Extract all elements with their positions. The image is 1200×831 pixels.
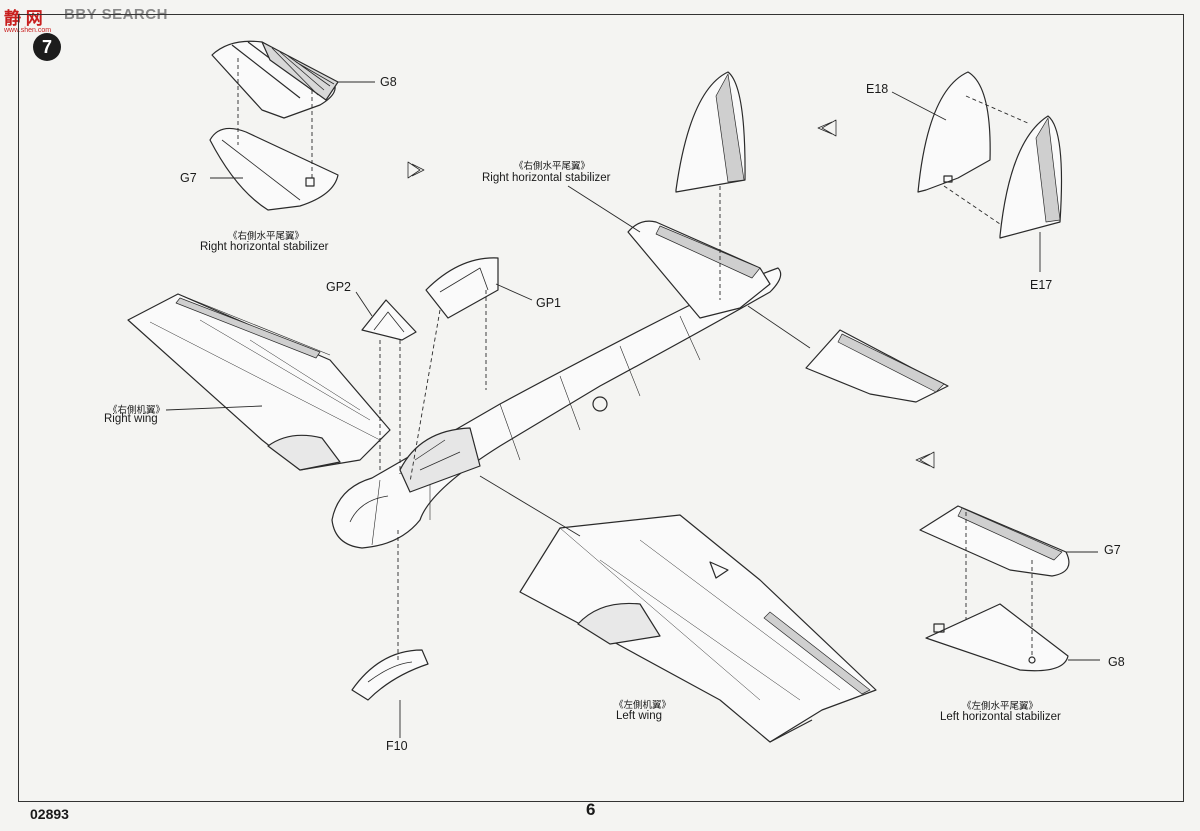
part-label-gp2: GP2	[326, 280, 352, 294]
direction-arrow-1	[407, 161, 425, 179]
part-label-e17: E17	[1030, 278, 1053, 292]
caption-left-wing-cn: 《左側机翼》	[614, 700, 672, 711]
e18-part	[917, 71, 991, 193]
caption-right-hstab-center-en: Right horizontal stabilizer	[482, 172, 611, 184]
caption-right-wing-cn: 《右側机翼》	[108, 405, 166, 416]
part-label-gp1: GP1	[536, 296, 562, 310]
caption-right-hstab-left-en: Right horizontal stabilizer	[200, 241, 329, 253]
left-wing-connect-line	[479, 475, 581, 537]
page-number: 6	[586, 800, 596, 819]
step-number-badge: 7	[33, 33, 61, 61]
caption-right-wing-en: Right wing	[104, 413, 158, 425]
left-wing	[519, 514, 877, 743]
center-caption-leader	[567, 185, 641, 233]
bottom-stab-guides	[965, 512, 1033, 658]
watermark-logo: 静 网	[4, 9, 43, 28]
bottom-stab-leaders	[1066, 551, 1100, 661]
caption-left-hstab-en: Left horizontal stabilizer	[940, 711, 1061, 723]
gp2-part	[361, 299, 417, 341]
hstab-leader-line	[747, 305, 811, 349]
g8-bottom-part	[925, 603, 1069, 672]
kit-code: 02893	[30, 806, 69, 822]
canopy-guide-lines	[379, 290, 487, 483]
fuselage	[331, 267, 782, 549]
caption-left-wing-en: Left wing	[616, 710, 663, 722]
part-label-g8-top: G8	[380, 75, 397, 89]
e17-part	[999, 115, 1063, 239]
direction-arrow-2	[817, 119, 837, 137]
f10-part	[351, 649, 429, 701]
right-wing	[127, 293, 391, 471]
gp1-part	[425, 257, 499, 319]
fin-halves-leaders	[891, 91, 1041, 272]
g7-bottom-part	[919, 505, 1070, 577]
direction-arrow-3	[915, 451, 935, 469]
diagram-frame	[18, 14, 1184, 802]
left-hstab-detached	[805, 329, 949, 403]
top-left-leader-lines	[210, 81, 375, 179]
part-label-g8-bottom: G8	[1108, 655, 1125, 669]
vertical-fin-top	[675, 71, 746, 193]
caption-left-hstab-cn: 《左側水平尾翼》	[962, 701, 1039, 712]
right-wing-leader	[165, 405, 263, 411]
part-label-e18: E18	[866, 82, 889, 96]
g7-top-part	[209, 127, 339, 211]
part-label-g7-top: G7	[180, 171, 197, 185]
caption-right-hstab-left-cn: 《右側水平尾翼》	[228, 231, 305, 242]
g8-g7-guide-lines	[237, 58, 313, 180]
part-label-f10: F10	[386, 739, 408, 753]
fin-halves-guide	[943, 95, 1031, 225]
watermark-url: www.shen.com	[4, 27, 52, 34]
canopy-leaders	[355, 283, 533, 317]
part-label-g7-bottom: G7	[1104, 543, 1121, 557]
g8-top-part	[211, 40, 339, 119]
caption-right-hstab-center-cn: 《右側水平尾翼》	[514, 161, 591, 172]
